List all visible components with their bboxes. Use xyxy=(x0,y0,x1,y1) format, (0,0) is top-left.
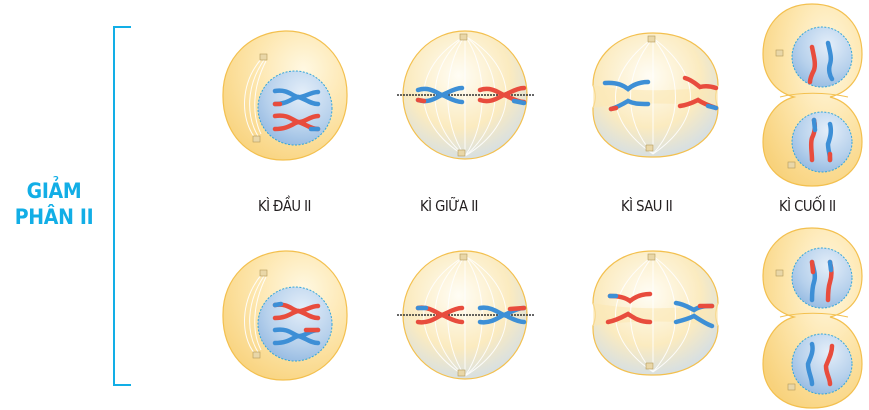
label-metaphase-ii: KÌ GIỮA II xyxy=(420,197,478,215)
centrosome-icon xyxy=(259,53,268,61)
cell-prophase-ii-top xyxy=(222,30,348,161)
centrosome-icon xyxy=(647,35,656,43)
centrosome-icon xyxy=(457,369,466,377)
nucleus xyxy=(791,333,853,395)
nucleus xyxy=(257,286,333,362)
nucleus xyxy=(791,111,853,173)
centrosome-icon xyxy=(775,269,784,277)
cell-metaphase-ii-top xyxy=(397,30,535,160)
title-line-1: GIẢM xyxy=(26,179,82,203)
label-telophase-ii: KÌ CUỐI II xyxy=(779,197,836,215)
centrosome-icon xyxy=(252,135,261,143)
label-prophase-ii: KÌ ĐẦU II xyxy=(258,197,311,215)
cell-telophase-ii-top xyxy=(762,3,863,187)
grouping-bracket xyxy=(113,26,131,386)
title-line-2: PHÂN II xyxy=(14,205,94,229)
label-anaphase-ii: KÌ SAU II xyxy=(621,197,673,215)
centrosome-icon xyxy=(787,161,796,169)
centrosome-icon xyxy=(252,351,261,359)
nucleus xyxy=(257,70,333,146)
centrosome-icon xyxy=(457,149,466,157)
centrosome-icon xyxy=(459,33,468,41)
centrosome-icon xyxy=(259,269,268,277)
nucleus xyxy=(791,247,853,309)
section-title: GIẢM PHÂN II xyxy=(0,178,108,230)
centrosome-icon xyxy=(645,362,654,370)
cell-prophase-ii-bottom xyxy=(222,250,348,381)
nucleus xyxy=(791,26,853,88)
centrosome-icon xyxy=(775,49,784,57)
centrosome-icon xyxy=(787,383,796,391)
cell-metaphase-ii-bottom xyxy=(397,250,535,380)
cell-telophase-ii-bottom xyxy=(762,227,863,409)
centrosome-icon xyxy=(459,253,468,261)
cell-anaphase-ii-bottom xyxy=(592,250,719,376)
centrosome-icon xyxy=(647,253,656,261)
cell-anaphase-ii-top xyxy=(592,32,719,158)
centrosome-icon xyxy=(645,144,654,152)
